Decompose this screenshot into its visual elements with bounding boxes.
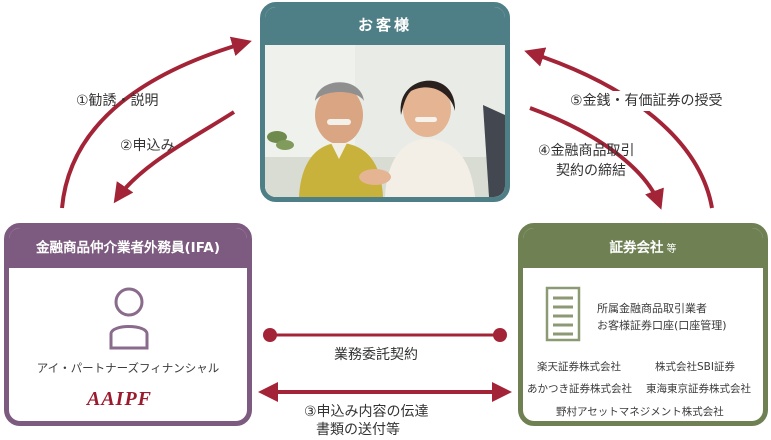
firm-name: 野村アセットマネジメント株式会社 (556, 406, 724, 418)
apply-arrow (113, 110, 236, 204)
solicit-label: ①勧誘・説明 (76, 93, 159, 109)
building-icon (545, 286, 581, 342)
customer-title: お客様 (265, 7, 505, 45)
ifa-box: 金融商品仲介業者外務員(IFA) アイ・パートナーズフィナンシャル AAIPF (4, 223, 252, 426)
solicit-arrow (60, 36, 252, 209)
agreement-dot-right (493, 328, 507, 342)
contract-arrow (529, 106, 664, 210)
firm-name: 東海東京証券株式会社 (646, 383, 751, 395)
agreement-dot-left (263, 328, 277, 342)
securities-title: 証券会社等 (523, 228, 763, 268)
delivery-label: ⑤金銭・有価証券の授受 (570, 91, 723, 111)
firm-name: 株式会社SBI証券 (655, 361, 735, 373)
firm-name: あかつき証券株式会社 (527, 383, 632, 395)
customer-photo (265, 45, 505, 197)
securities-box: 証券会社等 所属金融商品取引業者 お客様証券口座(口座管理) 楽天証券株式会社 … (518, 223, 768, 426)
customer-box: お客様 (260, 2, 510, 202)
securities-desc-2: お客様証券口座(口座管理) (597, 319, 727, 332)
ifa-company-name: アイ・パートナーズフィナンシャル (36, 361, 220, 375)
firm-name: 楽天証券株式会社 (537, 361, 621, 373)
securities-title-suffix: 等 (666, 244, 677, 255)
contract-label-2: 契約の締結 (556, 163, 626, 179)
apply-label: ②申込み (120, 138, 175, 154)
securities-title-text: 証券会社 (609, 240, 664, 256)
securities-desc-1: 所属金融商品取引業者 (597, 302, 707, 315)
contract-label-1: ④金融商品取引 (538, 143, 635, 159)
delivery-arrow (524, 47, 714, 209)
agreement-label: 業務委託契約 (330, 345, 422, 365)
ifa-title: 金融商品仲介業者外務員(IFA) (9, 228, 247, 268)
aipf-logo: AAIPF (87, 388, 153, 410)
transmit-label-2: 書類の送付等 (316, 420, 400, 440)
person-icon (109, 287, 149, 350)
transmit-label-1: ③申込み内容の伝達 (304, 402, 429, 422)
